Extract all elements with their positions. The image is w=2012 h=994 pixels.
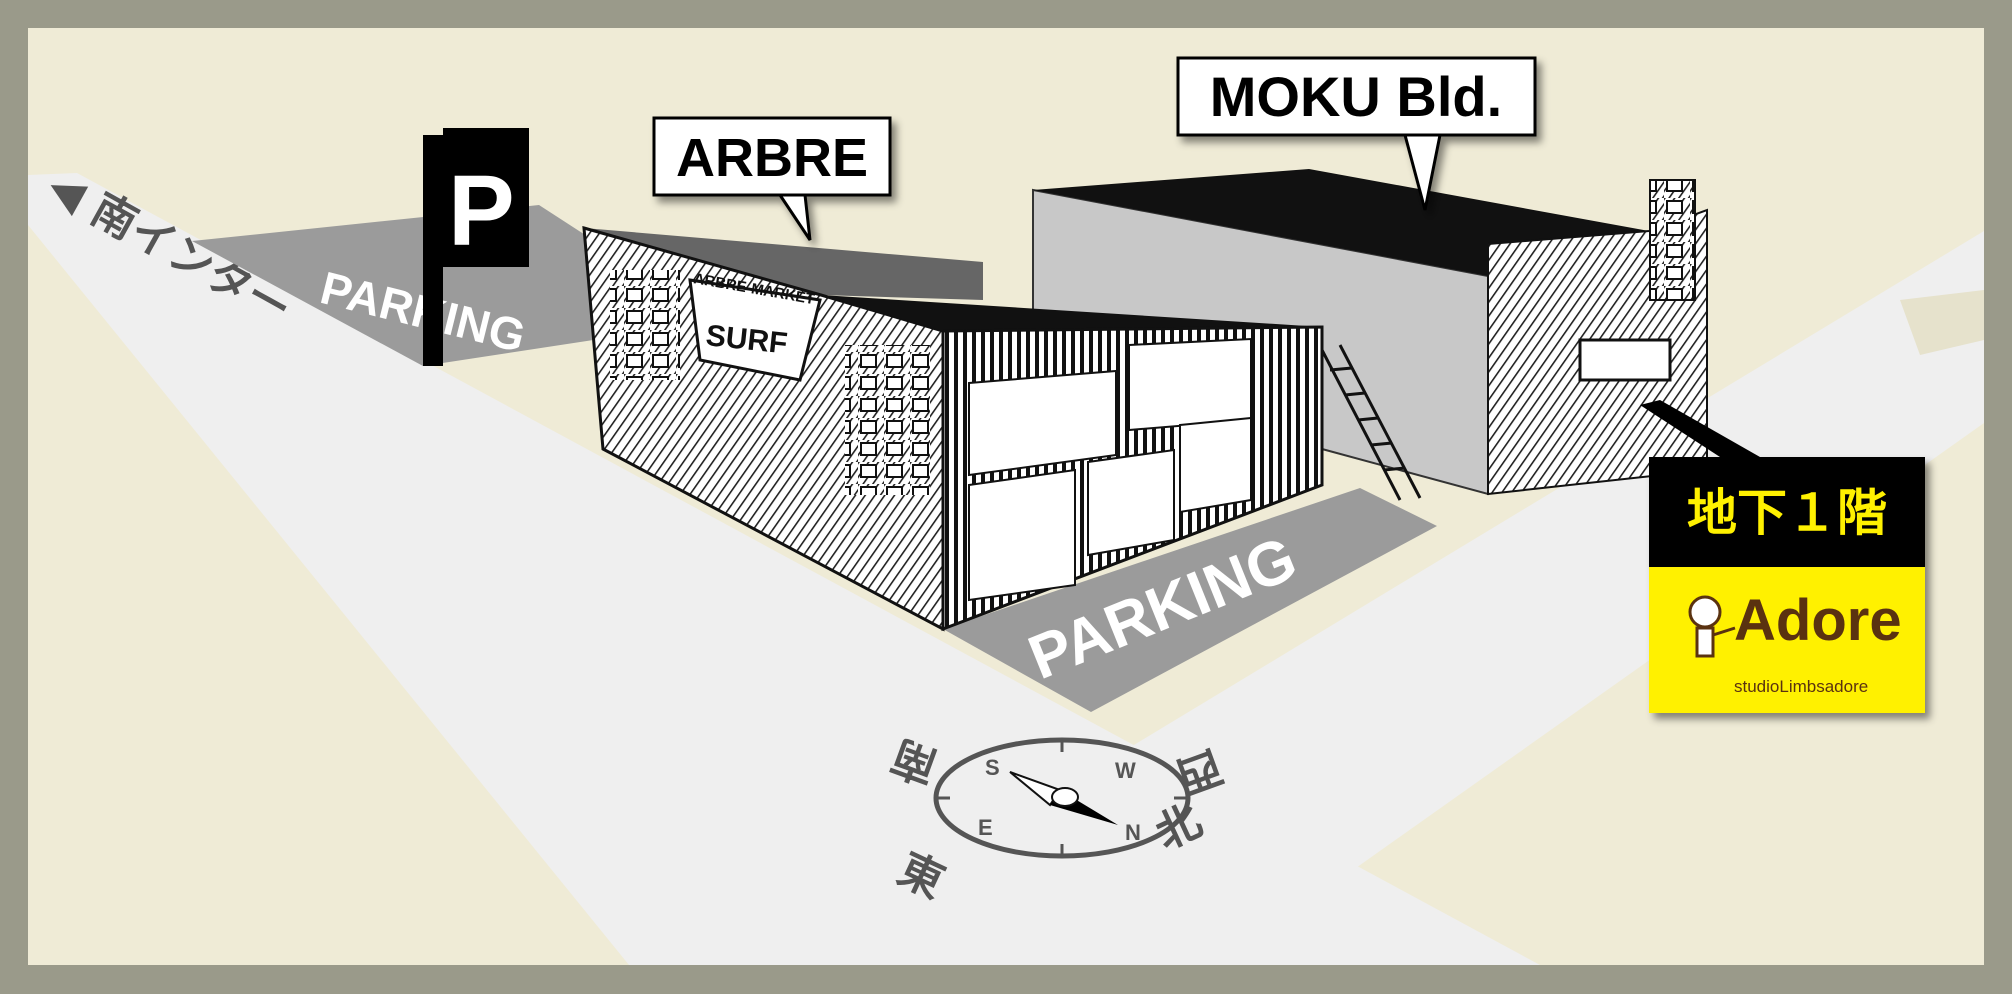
parking-sign-letter: P bbox=[448, 155, 515, 267]
road-branch bbox=[1900, 290, 1984, 355]
adore-logo: Adore studioLimbsadore bbox=[1688, 588, 1902, 696]
callout-arbre bbox=[652, 116, 892, 241]
logo-main: Adore bbox=[1734, 588, 1902, 653]
floor-label-card bbox=[1649, 457, 1925, 713]
callout-moku-label: MOKU Bld. bbox=[1210, 65, 1502, 128]
logo-sub: studioLimbsadore bbox=[1734, 677, 1868, 696]
ladder bbox=[1320, 344, 1422, 501]
compass-letter-s: S bbox=[985, 755, 1000, 780]
callout-moku bbox=[1176, 56, 1537, 211]
parking-sign: P bbox=[423, 128, 529, 366]
arbre-building: ARBRE-MARKET SURF bbox=[582, 225, 1324, 632]
compass-letter-w: W bbox=[1115, 758, 1136, 783]
compass: S W E N bbox=[933, 737, 1191, 859]
compass-letter-n: N bbox=[1125, 820, 1141, 845]
floor-callout-tail bbox=[1640, 400, 1760, 457]
character-icon bbox=[1688, 595, 1736, 658]
compass-letter-e: E bbox=[978, 815, 993, 840]
callout-arbre-label: ARBRE bbox=[676, 128, 868, 188]
parking-lot-right bbox=[943, 488, 1437, 712]
floor-label: 地下１階 bbox=[1687, 484, 1887, 542]
